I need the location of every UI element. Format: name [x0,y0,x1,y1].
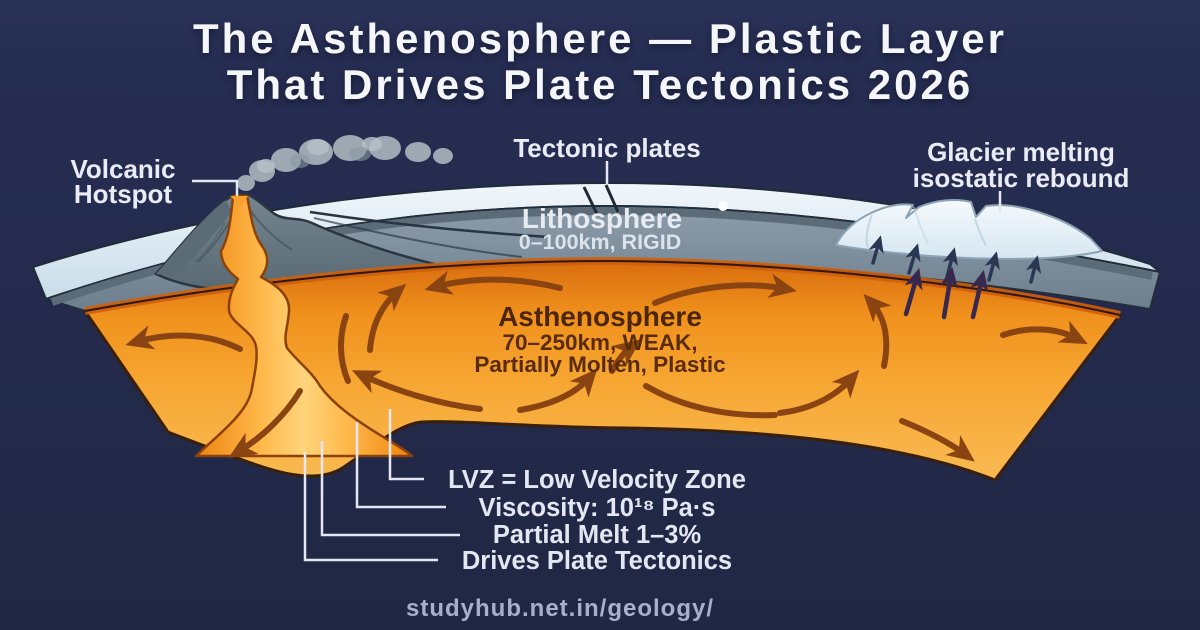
glacier-crevasse-shade [974,218,987,247]
glacier-crevasse-shade [913,206,929,245]
page-title: The Asthenosphere — Plastic Layer That D… [0,16,1200,108]
smoke-plume [237,135,453,191]
footer-url: studyhub.net.in/geology/ [406,595,714,622]
glacier [835,198,1103,260]
volcano-streak [249,209,293,251]
lithosphere-name: Lithosphere [522,203,682,234]
tectonic-plates-label: Tectonic plates [513,133,700,163]
volcano-shaded-flank [156,200,232,276]
asthenosphere-name: Asthenosphere [498,301,702,332]
glacier-label-line2: isostatic rebound [913,163,1130,193]
callout-partial-melt: Partial Melt 1–3% [493,521,701,549]
viscosity-leader [355,422,446,509]
asthenosphere-detail1: 70–250km, WEAK, [502,330,697,355]
callout-viscosity: Viscosity: 10¹⁸ Pa·s [479,494,716,522]
lithosphere-detail: 0–100km, RIGID [519,230,682,254]
volcanic-hotspot-label-line2: Hotspot [74,179,173,209]
title-line-1: The Asthenosphere — Plastic Layer [192,15,1007,62]
magma-conduit [194,194,414,458]
callout-lvz: LVZ = Low Velocity Zone [448,466,746,494]
volcanic-hotspot-label-line1: Volcanic [70,154,175,184]
partial-melt-leader [320,441,460,537]
lvz-leader [388,409,424,481]
rebound-arrows-asthenosphere [903,266,989,320]
asthenosphere-detail2: Partially Molten, Plastic [474,352,725,377]
volcano-streak [195,221,226,263]
surface-marker-dot [718,201,728,211]
convection-current-arrows [125,270,1088,462]
drives-tectonics-leader [303,452,438,562]
glacier-crevasse-shade [865,214,873,249]
callout-drives-tectonics: Drives Plate Tectonics [462,547,732,575]
crater-lava [230,196,248,206]
title-line-2: That Drives Plate Tectonics 2026 [226,61,974,108]
glacier-body [835,198,1103,260]
volcanic-hotspot-leader [192,179,239,196]
leader-lines [192,161,1002,562]
rebound-arrows-lithosphere [868,235,1042,284]
glacier-label-line1: Glacier melting [927,137,1115,167]
